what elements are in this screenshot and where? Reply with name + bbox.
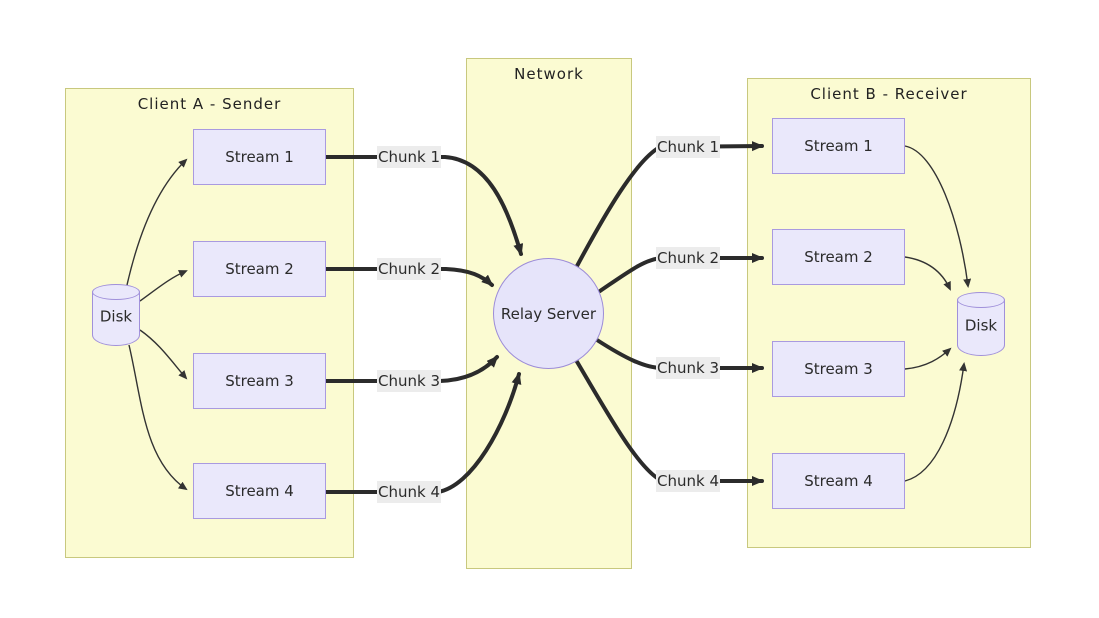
sender-disk-cylinder: Disk <box>92 284 140 346</box>
receiver-stream-2: Stream 2 <box>772 229 905 285</box>
sender-stream-2: Stream 2 <box>193 241 326 297</box>
cylinder-body <box>92 292 140 346</box>
group-client-b-title: Client B - Receiver <box>810 85 968 103</box>
sender-disk-label: Disk <box>99 307 133 326</box>
relay-server-label: Relay Server <box>500 304 597 323</box>
sender-stream-4: Stream 4 <box>193 463 326 519</box>
receiver-stream-4-label: Stream 4 <box>804 472 873 490</box>
sender-stream-3-label: Stream 3 <box>225 372 294 390</box>
receiver-disk-cylinder: Disk <box>957 292 1005 356</box>
group-network-title: Network <box>514 65 584 83</box>
relay-server-node: Relay Server <box>493 258 604 369</box>
receiver-stream-1-label: Stream 1 <box>804 137 873 155</box>
receiver-chunk-3-label: Chunk 3 <box>656 357 720 379</box>
receiver-stream-3-label: Stream 3 <box>804 360 873 378</box>
sender-stream-4-label: Stream 4 <box>225 482 294 500</box>
sender-stream-2-label: Stream 2 <box>225 260 294 278</box>
receiver-chunk-1-label: Chunk 1 <box>656 136 720 158</box>
cylinder-body <box>957 300 1005 356</box>
receiver-stream-1: Stream 1 <box>772 118 905 174</box>
group-client-a-title: Client A - Sender <box>137 95 282 113</box>
sender-chunk-3-label: Chunk 3 <box>377 370 441 392</box>
receiver-stream-4: Stream 4 <box>772 453 905 509</box>
cylinder-top-ellipse <box>92 284 140 300</box>
sender-chunk-4-label: Chunk 4 <box>377 481 441 503</box>
receiver-stream-2-label: Stream 2 <box>804 248 873 266</box>
receiver-chunk-4-label: Chunk 4 <box>656 470 720 492</box>
receiver-chunk-2-label: Chunk 2 <box>656 247 720 269</box>
sender-chunk-1-label: Chunk 1 <box>377 146 441 168</box>
cylinder-top-ellipse <box>957 292 1005 308</box>
sender-stream-1: Stream 1 <box>193 129 326 185</box>
sender-stream-1-label: Stream 1 <box>225 148 294 166</box>
sender-chunk-2-label: Chunk 2 <box>377 258 441 280</box>
receiver-stream-3: Stream 3 <box>772 341 905 397</box>
sender-stream-3: Stream 3 <box>193 353 326 409</box>
receiver-disk-label: Disk <box>964 316 998 335</box>
